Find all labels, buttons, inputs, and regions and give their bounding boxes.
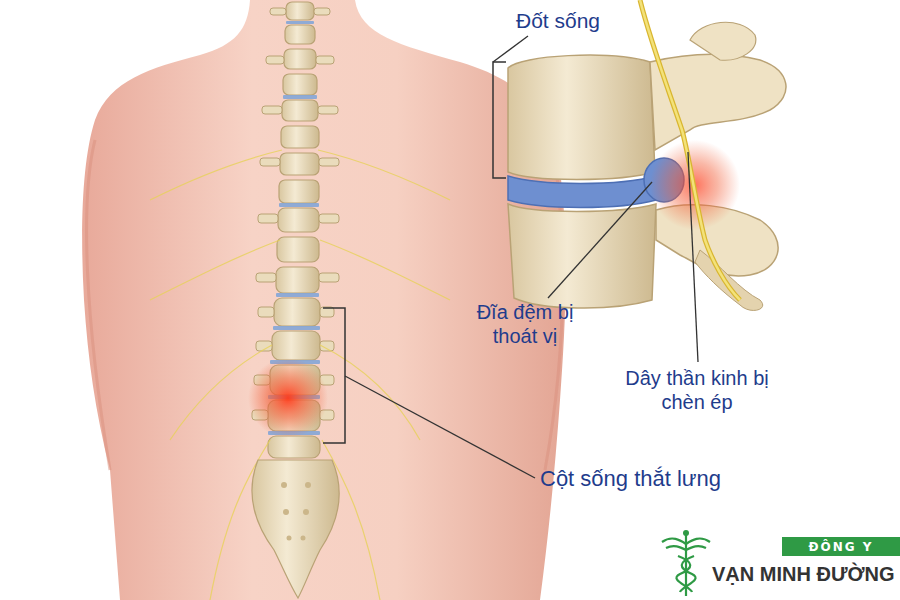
- brand-badge: ĐÔNG Y: [782, 537, 900, 556]
- part-label: Đốt sống: [516, 8, 636, 33]
- part-label: Dây thần kinh bị chèn ép: [612, 366, 782, 414]
- part-label: Cột sống thắt lưng: [540, 466, 770, 492]
- part-label: Đĩa đệm bị thoát vị: [460, 300, 590, 348]
- badge-text: ĐÔNG Y: [808, 540, 873, 554]
- brand-name: VẠN MINH ĐƯỜNG: [712, 562, 895, 586]
